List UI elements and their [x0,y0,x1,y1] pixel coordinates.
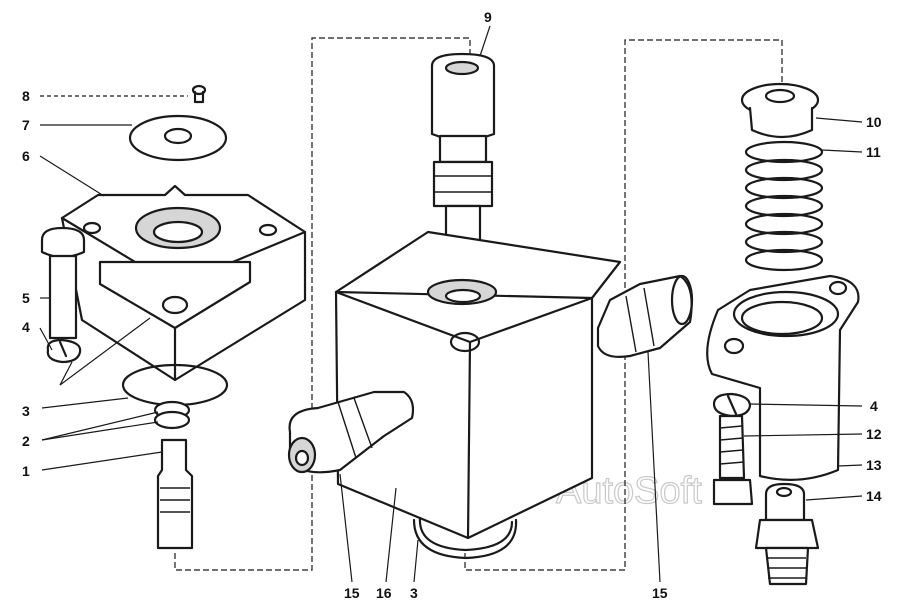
part-12-bolt [712,414,754,506]
part-15-nipple-left [287,390,415,474]
callout-15-left: 15 [344,585,360,601]
left-assembly [40,84,307,550]
part-13-spring-housing [706,274,860,481]
callout-15-right: 15 [652,585,668,601]
callout-1: 1 [22,463,30,479]
callout-13: 13 [866,457,882,473]
part-1-pin [156,438,194,550]
leader-lines [39,25,863,583]
callout-14: 14 [866,488,882,504]
part-7-washer [128,114,228,162]
callout-3-left: 3 [22,403,30,419]
part-16-housing-block [334,230,622,540]
callout-4-right: 4 [870,398,878,414]
part-14-fitting [754,482,820,586]
part-10-spring-cap [740,82,820,139]
callout-12: 12 [866,426,882,442]
callout-3-bottom: 3 [410,585,418,601]
part-2-o-rings [153,400,191,430]
callout-5: 5 [22,290,30,306]
callout-labels: 8 7 6 5 4 3 2 1 9 10 11 4 12 13 14 15 16… [22,9,882,601]
callout-6: 6 [22,148,30,164]
callout-8: 8 [22,88,30,104]
part-15-nipple-right [596,274,694,358]
callout-9: 9 [484,9,492,25]
callout-16: 16 [376,585,392,601]
part-8-screw [191,84,207,104]
part-11-spring [744,140,824,272]
part-6-flange-plate [60,184,307,382]
callout-7: 7 [22,117,30,133]
callout-10: 10 [866,114,882,130]
part-5-bolt [40,226,86,340]
part-3-gasket-bottom [412,516,518,560]
callout-11: 11 [866,144,881,160]
callout-4-left: 4 [22,319,30,335]
callout-2: 2 [22,433,30,449]
part-4-lock-washer-right [712,392,752,418]
part-4-lock-washer-left [46,338,82,364]
centre-assembly [287,52,694,560]
right-assembly [706,82,860,586]
